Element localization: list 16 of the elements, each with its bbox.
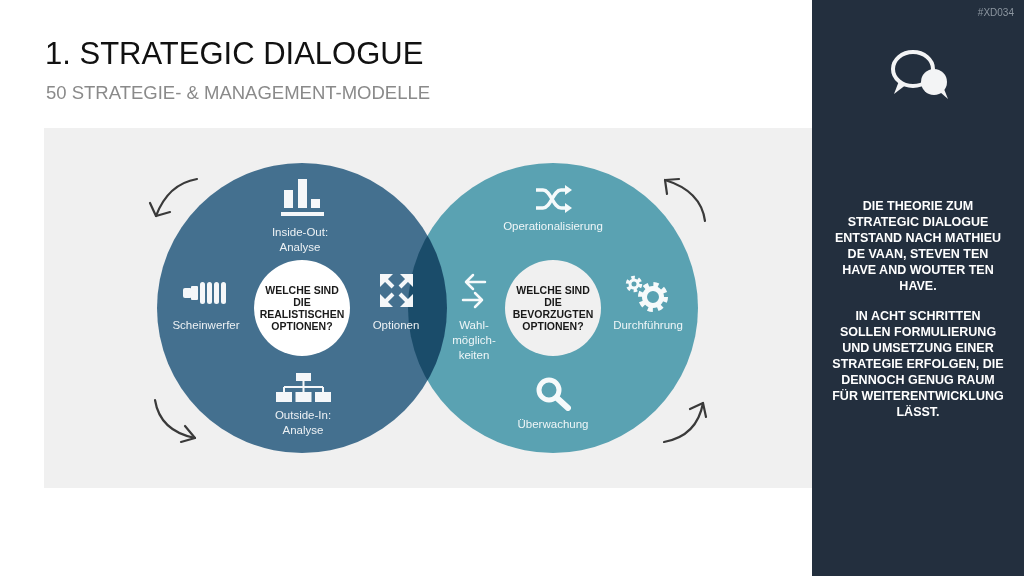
step-label: Outside-In: Analyse — [273, 408, 333, 438]
step-label: Optionen — [372, 318, 420, 333]
title: 1. STRATEGIC DIALOGUE — [45, 36, 424, 72]
question-text: WELCHE SIND DIE REALISTISCHEN OPTIONEN? — [259, 284, 345, 332]
step-label: Überwachung — [517, 417, 589, 432]
step-label: Operationalisierung — [503, 219, 603, 234]
step-label: Scheinwerfer — [172, 318, 240, 333]
description-text: IN ACHT SCHRITTEN SOLLEN FORMULIERUNG UND UMSETZUNG EINER STRATEGIE ERFOLGEN, DIE DENNOCH GENUG RAUM FÜR WEITERENTWICKLUNG LÄSST. — [831, 308, 1005, 420]
sidebar-panel — [812, 0, 1024, 576]
step-label: Inside-Out: Analyse — [270, 225, 330, 255]
subtitle: 50 STRATEGIE- & MANAGEMENT-MODELLE — [46, 82, 431, 104]
step-label: Durchführung — [613, 318, 683, 333]
question-text: WELCHE SIND DIE BEVORZUGTEN OPTIONEN? — [511, 284, 595, 332]
step-label: Wahl- möglich- keiten — [451, 318, 497, 363]
slide-code: #XD034 — [977, 7, 1014, 19]
description-text: DIE THEORIE ZUM STRATEGIC DIALOGUE ENTSTAND NACH MATHIEU DE VAAN, STEVEN TEN HAVE AND WOUTER TEN HAVE. — [833, 198, 1003, 294]
